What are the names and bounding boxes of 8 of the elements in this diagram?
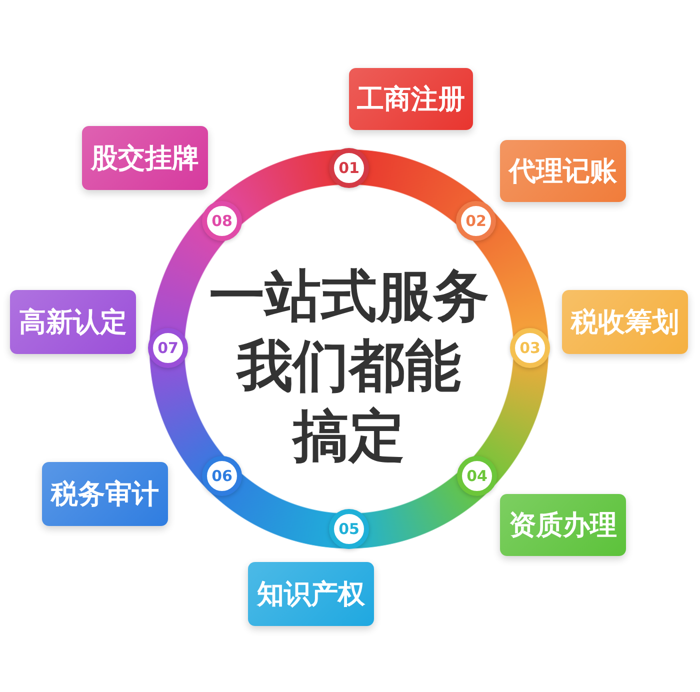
service-label: 知识产权 bbox=[248, 562, 374, 626]
service-label: 资质办理 bbox=[500, 494, 626, 556]
service-label: 工商注册 bbox=[349, 68, 473, 130]
service-label: 高新认定 bbox=[10, 290, 136, 354]
service-label: 股交挂牌 bbox=[82, 126, 208, 190]
service-label: 税收筹划 bbox=[562, 290, 688, 354]
service-label: 代理记账 bbox=[500, 140, 626, 202]
service-label: 税务审计 bbox=[42, 462, 168, 526]
